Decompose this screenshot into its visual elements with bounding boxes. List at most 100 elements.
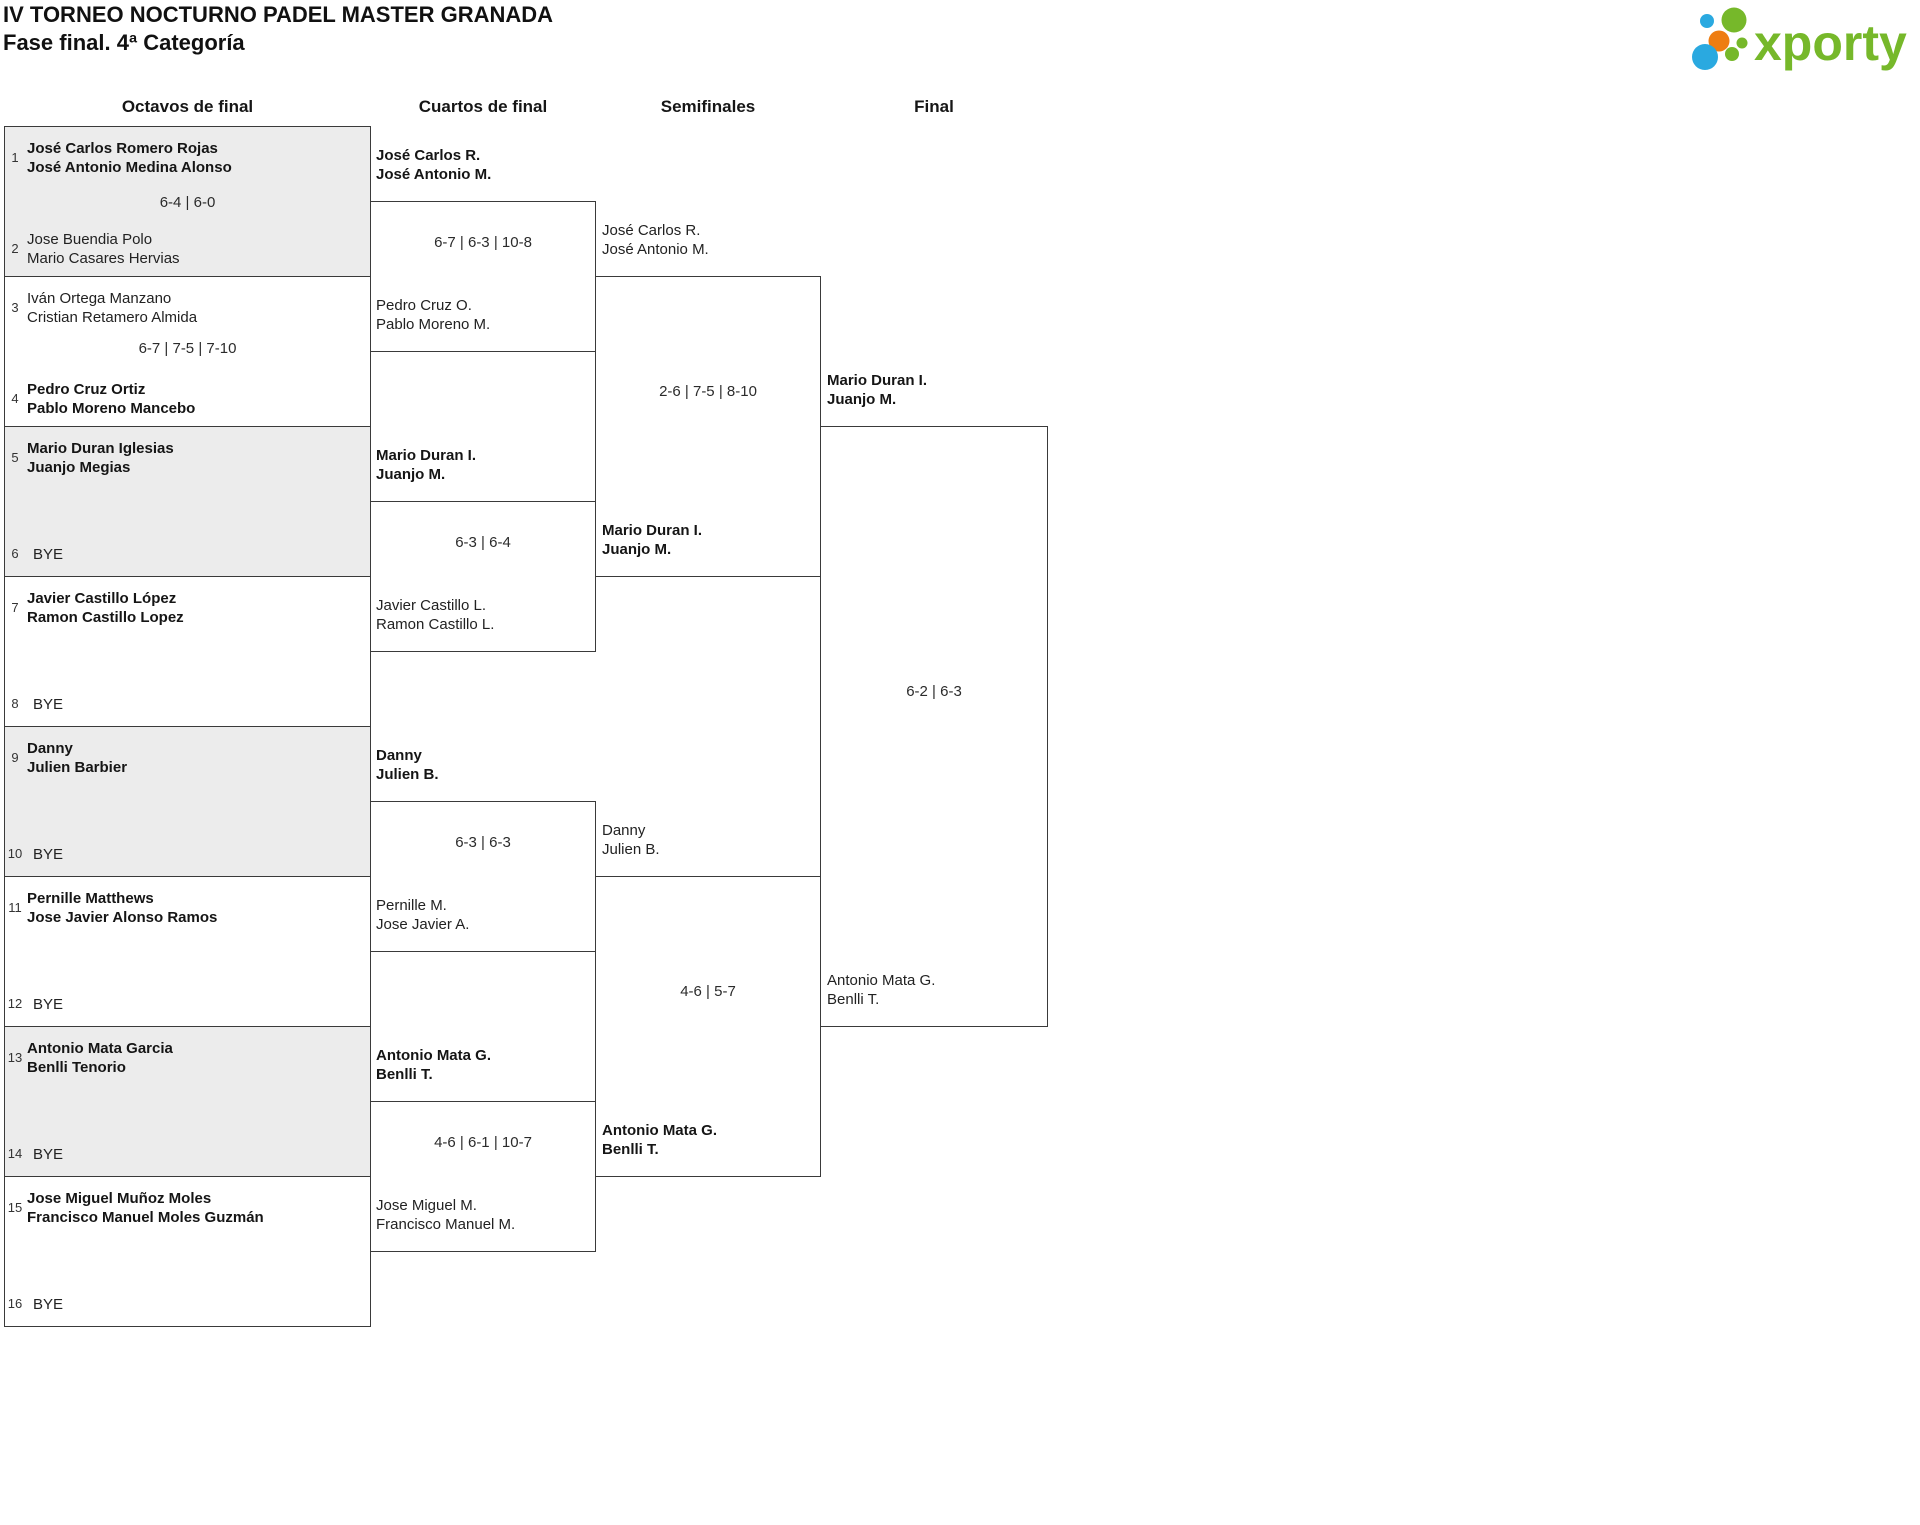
column-header-octavos: Octavos de final — [121, 97, 254, 116]
team-pair: José Carlos R. José Antonio M. — [376, 146, 491, 184]
match-octavos-6: 11 Pernille Matthews Jose Javier Alonso … — [4, 876, 371, 1027]
player-name: Juanjo Megias — [27, 459, 131, 476]
seed-number: 4 — [11, 391, 19, 406]
seed-number: 10 — [7, 846, 23, 861]
match-score: 4-6 | 5-7 — [680, 983, 736, 1000]
team-pair: Jose Buendia Polo Mario Casares Hervias — [27, 230, 180, 268]
team-pair: José Carlos R. José Antonio M. — [602, 221, 709, 259]
team-pair: BYE — [33, 1145, 63, 1164]
player-name: Pedro Cruz O. — [376, 297, 472, 314]
player-name: Juanjo M. — [602, 541, 672, 558]
player-name: Pablo Moreno Mancebo — [27, 400, 196, 417]
player-name: Mario Duran Iglesias — [27, 440, 174, 457]
team-pair: Javier Castillo L. Ramon Castillo L. — [376, 596, 494, 634]
column-header-semis: Semifinales — [660, 97, 756, 116]
player-name: Pernille Matthews — [27, 890, 154, 907]
team-pair: Antonio Mata G. Benlli T. — [827, 971, 935, 1009]
match-cuartos-4: 4-6 | 6-1 | 10-7 — [370, 1101, 596, 1252]
match-score: 6-7 | 7-5 | 7-10 — [138, 340, 237, 357]
player-name: Francisco Manuel Moles Guzmán — [27, 1209, 264, 1226]
team-pair: Mario Duran Iglesias Juanjo Megias — [27, 439, 174, 477]
player-name: Mario Casares Hervias — [27, 250, 180, 267]
seed-number: 1 — [11, 150, 19, 165]
player-name: Juanjo M. — [827, 391, 897, 408]
column-header-final: Final — [914, 97, 954, 116]
player-name: Jose Javier Alonso Ramos — [27, 909, 218, 926]
seed-number: 15 — [7, 1200, 23, 1215]
player-name: Javier Castillo López — [27, 590, 177, 607]
team-pair: Antonio Mata Garcia Benlli Tenorio — [27, 1039, 173, 1077]
player-name: Pernille M. — [376, 897, 447, 914]
team-pair: Mario Duran I. Juanjo M. — [376, 446, 476, 484]
player-name: José Carlos R. — [376, 147, 481, 164]
seed-number: 3 — [11, 300, 19, 315]
player-name: Jose Buendia Polo — [27, 231, 153, 248]
player-name: Jose Miguel M. — [376, 1197, 477, 1214]
player-name: Cristian Retamero Almida — [27, 309, 198, 326]
player-name: Mario Duran I. — [376, 447, 477, 464]
team-pair: Pedro Cruz O. Pablo Moreno M. — [376, 296, 490, 334]
player-name: Mario Duran I. — [602, 522, 703, 539]
team-pair: Mario Duran I. Juanjo M. — [602, 521, 702, 559]
player-name: Ramon Castillo L. — [376, 616, 495, 633]
seed-number: 8 — [11, 696, 19, 711]
seed-number: 16 — [7, 1296, 23, 1311]
match-score: 4-6 | 6-1 | 10-7 — [434, 1134, 532, 1151]
page-subtitle: Fase final. 4ª Categoría — [3, 30, 245, 55]
player-name: José Antonio M. — [602, 241, 709, 258]
player-name: Benlli Tenorio — [27, 1059, 126, 1076]
match-octavos-7: 13 Antonio Mata Garcia Benlli Tenorio 14… — [4, 1026, 371, 1177]
team-pair: Antonio Mata G. Benlli T. — [376, 1046, 491, 1084]
match-score: 6-4 | 6-0 — [159, 194, 216, 211]
seed-number: 5 — [11, 450, 19, 465]
team-pair: Antonio Mata G. Benlli T. — [602, 1121, 717, 1159]
match-octavos-1: 1 José Carlos Romero Rojas José Antonio … — [4, 126, 371, 277]
team-pair: Danny Julien Barbier — [27, 739, 127, 777]
player-name: Javier Castillo L. — [376, 597, 487, 614]
team-pair: Jose Miguel Muñoz Moles Francisco Manuel… — [27, 1189, 264, 1227]
team-pair: Danny Julien B. — [602, 821, 660, 859]
match-octavos-2: 3 Iván Ortega Manzano Cristian Retamero … — [4, 276, 371, 427]
player-name: Danny — [27, 740, 73, 757]
match-semifinal-1: 2-6 | 7-5 | 8-10 — [595, 276, 821, 577]
match-semifinal-2: 4-6 | 5-7 — [595, 876, 821, 1177]
player-name: Pedro Cruz Ortiz — [27, 381, 146, 398]
team-pair: Pedro Cruz Ortiz Pablo Moreno Mancebo — [27, 380, 195, 418]
match-octavos-5: 9 Danny Julien Barbier 10 BYE — [4, 726, 371, 877]
bye-label: BYE — [33, 1296, 64, 1313]
team-pair: BYE — [33, 545, 63, 564]
match-final: 6-2 | 6-3 — [820, 426, 1048, 1027]
team-pair: José Carlos Romero Rojas José Antonio Me… — [27, 139, 232, 177]
team-pair: Jose Miguel M. Francisco Manuel M. — [376, 1196, 515, 1234]
seed-number: 13 — [7, 1050, 23, 1065]
player-name: Antonio Mata G. — [602, 1122, 717, 1139]
player-name: Pablo Moreno M. — [376, 316, 491, 333]
player-name: Julien B. — [376, 766, 439, 783]
player-name: Julien B. — [602, 841, 660, 858]
match-score: 2-6 | 7-5 | 8-10 — [659, 383, 757, 400]
player-name: Benlli T. — [602, 1141, 659, 1158]
team-pair: Pernille Matthews Jose Javier Alonso Ram… — [27, 889, 217, 927]
seed-number: 7 — [11, 600, 19, 615]
logo-wordmark: xporty — [1754, 15, 1907, 71]
xporty-logo[interactable]: xporty — [1688, 3, 1920, 75]
player-name: Antonio Mata Garcia — [27, 1040, 173, 1057]
player-name: Mario Duran I. — [827, 372, 928, 389]
match-score: 6-3 | 6-4 — [455, 534, 511, 551]
player-name: Francisco Manuel M. — [376, 1216, 516, 1233]
team-pair: Mario Duran I. Juanjo M. — [827, 371, 927, 409]
seed-number: 2 — [11, 241, 19, 256]
player-name: Benlli T. — [376, 1066, 433, 1083]
seed-number: 9 — [11, 750, 19, 765]
team-pair: BYE — [33, 995, 63, 1014]
bye-label: BYE — [33, 1146, 64, 1163]
match-score: 6-7 | 6-3 | 10-8 — [434, 234, 532, 251]
team-pair: BYE — [33, 695, 63, 714]
seed-number: 12 — [7, 996, 23, 1011]
match-score: 6-2 | 6-3 — [906, 683, 962, 700]
player-name: Ramon Castillo Lopez — [27, 609, 184, 626]
player-name: Juanjo M. — [376, 466, 446, 483]
team-pair: BYE — [33, 1295, 63, 1314]
page-title: IV TORNEO NOCTURNO PADEL MASTER GRANADA — [3, 2, 554, 27]
